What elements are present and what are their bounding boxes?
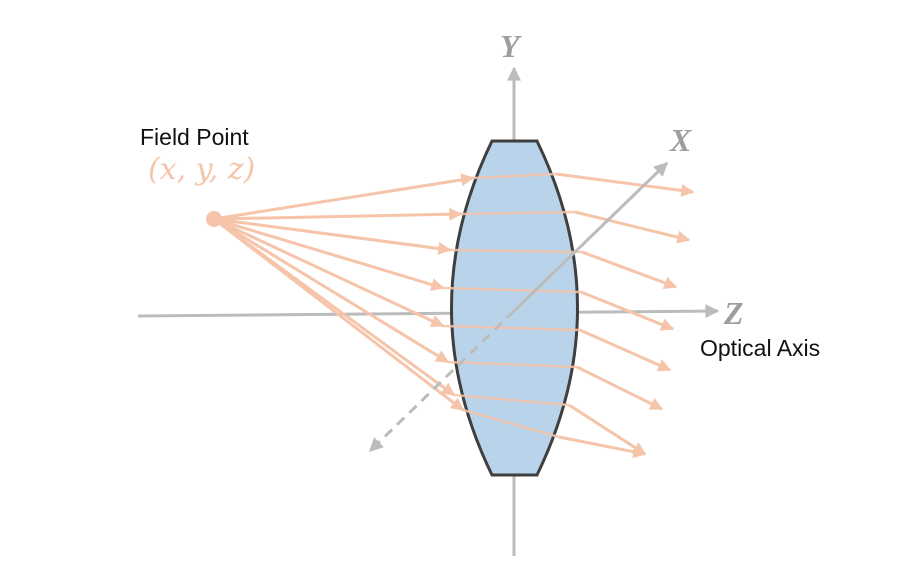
z-axis-label: Z bbox=[724, 295, 744, 331]
refracted-ray bbox=[472, 172, 557, 180]
exit-ray bbox=[576, 365, 664, 411]
refracted-ray bbox=[460, 210, 576, 216]
incident-ray bbox=[213, 217, 452, 255]
lens bbox=[450, 139, 579, 477]
incident-ray bbox=[213, 207, 463, 221]
exit-ray bbox=[558, 435, 647, 459]
refracted-ray bbox=[442, 324, 581, 332]
x-axis bbox=[512, 161, 669, 313]
incident-ray bbox=[213, 173, 475, 221]
optical-axis-label: Optical Axis bbox=[700, 335, 821, 361]
z-axis bbox=[137, 304, 720, 319]
field-point-label: Field Point bbox=[140, 124, 249, 150]
ray-group bbox=[213, 172, 695, 459]
exit-ray bbox=[579, 328, 672, 372]
y-axis-label: Y bbox=[500, 28, 520, 64]
field-point-marker bbox=[206, 211, 222, 227]
incident-ray bbox=[213, 217, 445, 291]
exit-ray bbox=[574, 210, 691, 244]
refracted-ray bbox=[449, 248, 583, 254]
x-axis-label: X bbox=[670, 122, 692, 158]
incident-ray bbox=[213, 217, 450, 364]
field-point-coordinates: (x, y, z) bbox=[148, 152, 256, 187]
exit-ray bbox=[580, 290, 675, 331]
incident-ray bbox=[213, 217, 445, 328]
refracted-ray bbox=[442, 286, 582, 294]
refracted-ray bbox=[453, 393, 570, 407]
exit-ray bbox=[555, 172, 695, 197]
refracted-ray bbox=[447, 360, 578, 369]
refracted-ray bbox=[462, 408, 560, 439]
exit-ray bbox=[581, 250, 678, 290]
incident-ray bbox=[213, 217, 465, 412]
